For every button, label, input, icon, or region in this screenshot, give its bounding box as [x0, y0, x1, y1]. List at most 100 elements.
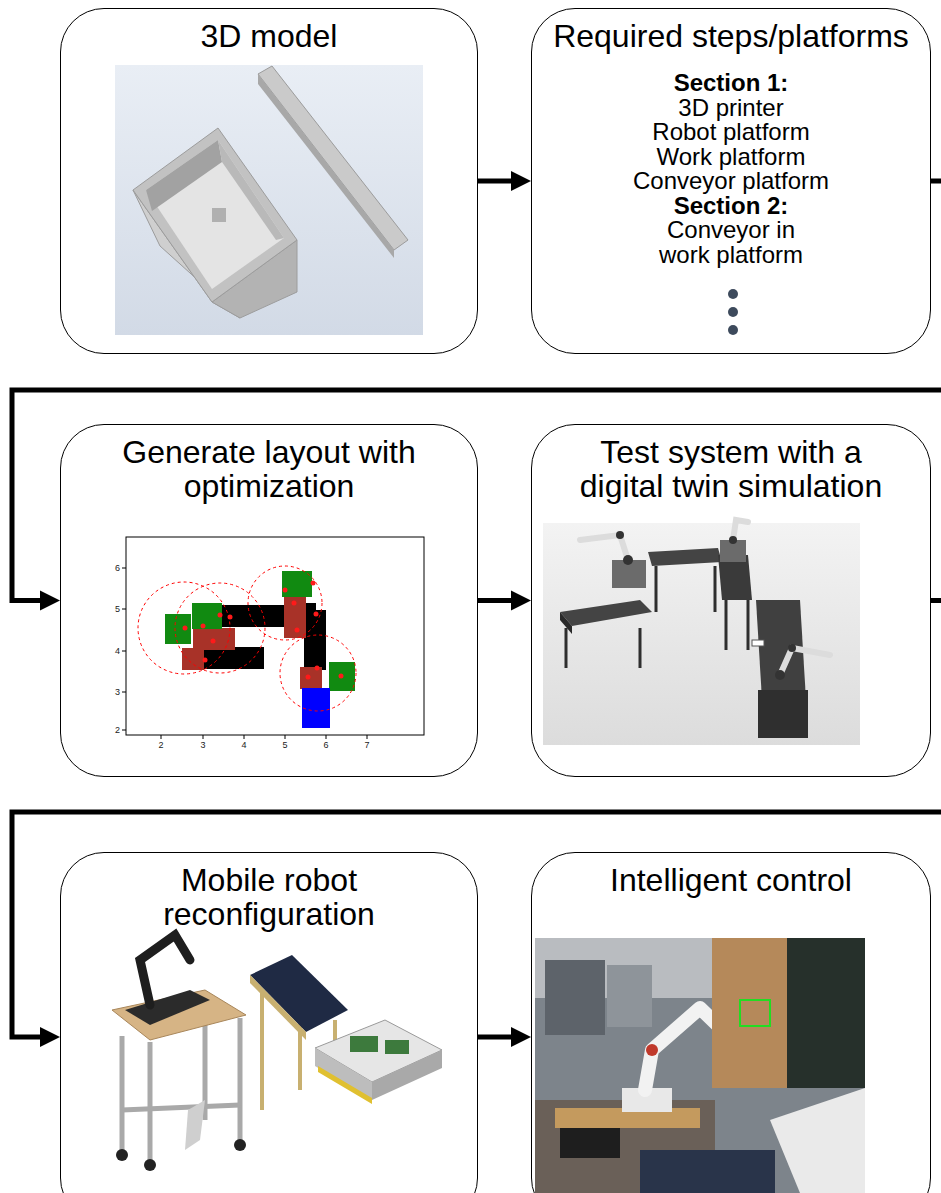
- layout-plot-part-part-part: [314, 612, 319, 617]
- digital-twin-scene-part: [752, 640, 764, 646]
- flow-arrow: [12, 601, 941, 1048]
- digital-twin-scene-part: [560, 612, 572, 634]
- continuation-dots: [728, 289, 738, 335]
- layout-plot-part-part: [138, 566, 356, 711]
- layout-plot-part-part: [122, 651, 126, 652]
- flow-line: [478, 598, 513, 603]
- digital-twin-scene-part: [616, 531, 796, 680]
- mobile-robot-photo: [112, 935, 442, 1171]
- mobile-robot-photo-part: [350, 1036, 378, 1052]
- lab-photo-part: [787, 938, 865, 1088]
- digital-twin-scene-part-part: [788, 644, 796, 652]
- digital-twin-scene-part: [543, 523, 860, 745]
- step-title: Intelligent control: [532, 863, 930, 897]
- mobile-robot-photo-part: [125, 990, 210, 1025]
- digital-twin-scene-part-part: [639, 628, 642, 668]
- flow-line: [12, 181, 941, 601]
- flow-line: [12, 601, 941, 1038]
- digital-twin-scene-part-part: [725, 598, 728, 650]
- layout-plot-part-part: [244, 735, 245, 739]
- layout-plot-part-part-part: [282, 571, 312, 597]
- layout-plot-part-part: [122, 730, 126, 731]
- flow-line: [478, 1035, 513, 1040]
- mobile-robot-photo-part-part: [120, 1036, 125, 1150]
- layout-plot-part-part-part: [329, 662, 355, 691]
- cad-model-picture-part: [146, 140, 284, 289]
- digital-twin-scene-part-part: [780, 648, 830, 675]
- mobile-robot-photo-part-part: [148, 1042, 153, 1160]
- lab-photo-part: [545, 960, 605, 1035]
- process-box: Required steps/platformsSection 1:3D pri…: [531, 8, 931, 354]
- lab-photo: [535, 938, 865, 1193]
- arrow-head: [40, 1027, 60, 1047]
- cad-model-picture-part: [115, 65, 423, 335]
- flow-arrow: [12, 181, 941, 611]
- layout-plot-part-part-part: [228, 615, 233, 620]
- process-box: Generate layout with optimization: [60, 424, 478, 777]
- continuation-dots-part: [728, 307, 738, 317]
- mobile-robot-photo-part-part: [238, 1018, 243, 1140]
- layout-plot-part-part-part: [248, 566, 322, 640]
- cad-model-picture-part: [218, 140, 284, 240]
- step-item: Conveyor platform: [532, 169, 930, 194]
- mobile-robot-photo-part: [318, 1066, 372, 1104]
- lab-photo-part: [770, 1088, 865, 1193]
- cad-model-picture-part: [146, 140, 222, 211]
- axis-tick-label: 6: [115, 563, 120, 573]
- step-item: Robot platform: [532, 120, 930, 145]
- section-heading: Section 1:: [532, 71, 930, 96]
- layout-plot-part-part-part: [311, 581, 316, 586]
- layout-plot-part-part: [122, 692, 126, 693]
- layout-plot-part-part-part: [280, 635, 356, 711]
- section-heading: Section 2:: [532, 194, 930, 219]
- layout-plot-part-part-part: [306, 675, 311, 680]
- layout-plot-part-part-part: [315, 666, 320, 671]
- continuation-dots-part: [728, 289, 738, 299]
- digital-twin-scene-part-part: [729, 536, 737, 544]
- arrow-head: [511, 171, 531, 191]
- mobile-robot-photo-part: [385, 1040, 409, 1054]
- lab-photo-part: [607, 965, 652, 1027]
- step-title: Test system with a digital twin simulati…: [566, 435, 896, 503]
- arrow-head: [511, 1027, 531, 1047]
- step-item: Conveyor in work platform: [646, 218, 816, 267]
- step-title: 3D model: [61, 19, 477, 53]
- mobile-robot-photo-part-part: [122, 1105, 240, 1110]
- mobile-robot-photo-part: [250, 975, 306, 1040]
- layout-plot-part-part-part: [138, 582, 230, 674]
- mobile-robot-photo-part-part: [144, 1159, 156, 1171]
- lab-photo-part: [535, 938, 865, 1193]
- process-box: 3D model: [60, 8, 478, 354]
- mobile-robot-photo-part: [140, 935, 190, 1005]
- layout-plot-part-part-part: [292, 601, 297, 606]
- lab-photo-part: [560, 1128, 620, 1158]
- layout-plot-part-part-part: [165, 614, 191, 644]
- flow-arrow: [478, 591, 531, 611]
- cad-model-picture-part: [258, 66, 408, 250]
- layout-plot-part-part: [122, 568, 126, 569]
- step-title: Required steps/platforms: [532, 19, 930, 53]
- cad-model-picture-part: [133, 128, 297, 302]
- process-box: Test system with a digital twin simulati…: [531, 424, 931, 777]
- axis-tick-label: 7: [364, 740, 369, 750]
- step-item: 3D printer: [532, 96, 930, 121]
- mobile-robot-photo-part-part: [234, 1139, 246, 1151]
- layout-plot-part-part: [326, 735, 327, 739]
- axis-tick-label: 6: [323, 740, 328, 750]
- arrow-head: [40, 591, 60, 611]
- layout-plot-part-part: [302, 688, 330, 728]
- step-title: Generate layout with optimization: [109, 435, 429, 503]
- arrow-head: [511, 591, 531, 611]
- lab-photo-part: [712, 938, 787, 1088]
- layout-plot-part-part-part: [192, 603, 222, 629]
- layout-plot-part-part-part: [201, 624, 206, 629]
- layout-plot: [122, 537, 424, 739]
- layout-plot-part-part-part: [211, 639, 216, 644]
- lab-photo-part: [646, 1044, 658, 1056]
- process-box: Intelligent control: [531, 852, 931, 1193]
- axis-tick-label: 5: [282, 740, 287, 750]
- layout-plot-part-part-part: [295, 628, 300, 633]
- step-title: Mobile robot reconfiguration: [104, 863, 434, 931]
- lab-photo-part: [740, 1000, 770, 1026]
